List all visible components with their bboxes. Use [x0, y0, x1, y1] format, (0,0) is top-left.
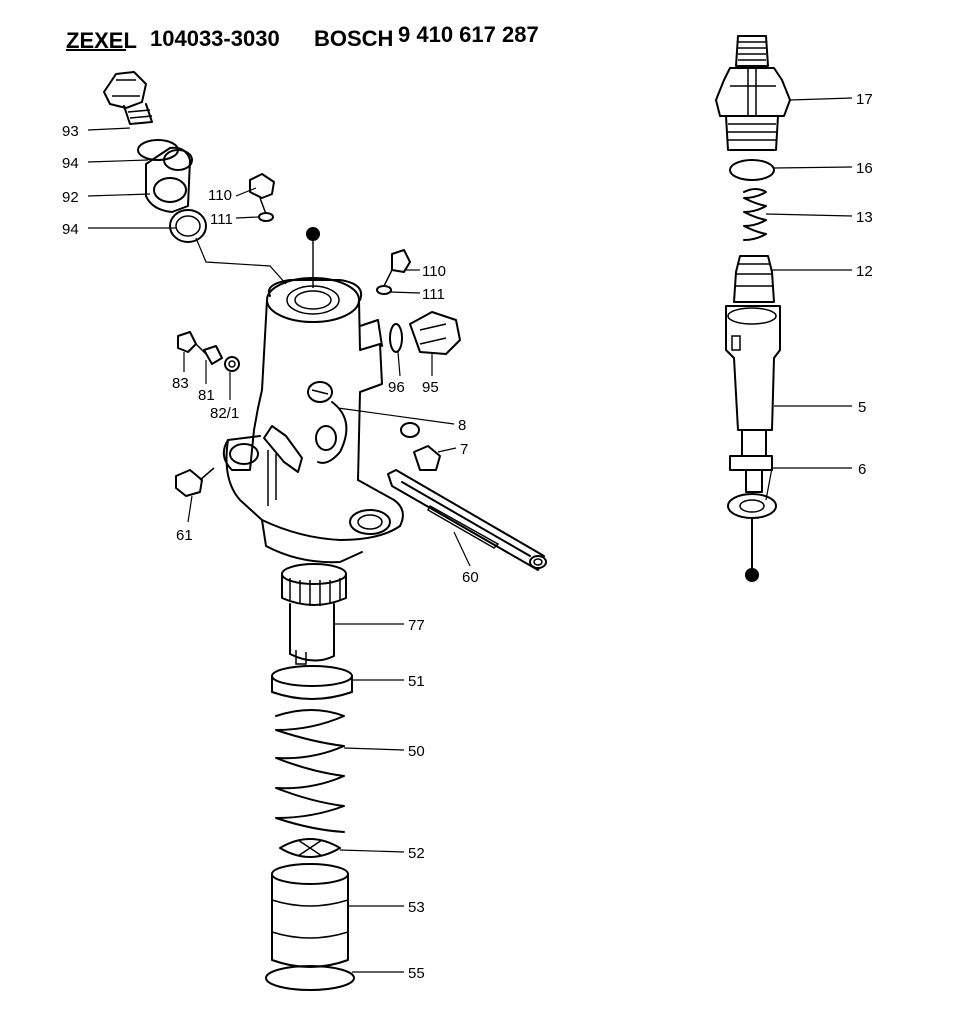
callout-labels: 93 94 92 94 110 111 110 111 83 81 82/1 9…	[62, 91, 873, 982]
callout-8: 8	[458, 417, 466, 434]
header-part-number-zexel: 104033-3030	[150, 26, 280, 51]
header-brand-bosch: BOSCH	[314, 26, 393, 51]
lower-column	[265, 563, 355, 991]
callout-52: 52	[408, 845, 425, 862]
pump-body	[222, 277, 404, 564]
callout-82-1: 82/1	[210, 405, 239, 422]
callout-16: 16	[856, 160, 873, 177]
callout-77: 77	[408, 617, 425, 634]
banjo-bolt-assembly	[103, 71, 287, 285]
callout-110-right: 110	[422, 263, 446, 280]
callout-60: 60	[462, 569, 479, 586]
callout-7: 7	[460, 441, 468, 458]
callout-111-right: 111	[422, 286, 445, 303]
callout-50: 50	[408, 743, 425, 760]
header-brand-zexel: ZEXEL	[66, 28, 137, 53]
callout-13: 13	[856, 209, 873, 226]
leader-lines	[87, 97, 853, 973]
callout-61: 61	[176, 527, 193, 544]
callout-55: 55	[408, 965, 425, 982]
callout-17: 17	[856, 91, 873, 108]
callout-111-upper: 111	[210, 211, 233, 228]
callout-93: 93	[62, 123, 79, 140]
header-part-number-bosch: 9 410 617 287	[398, 22, 539, 47]
callout-95: 95	[422, 379, 439, 396]
delivery-valve-assembly	[715, 35, 791, 582]
callout-83: 83	[172, 375, 189, 392]
callout-94-upper: 94	[62, 155, 79, 172]
callout-6: 6	[858, 461, 866, 478]
callout-96: 96	[388, 379, 405, 396]
small-hardware	[175, 173, 461, 497]
callout-94-lower: 94	[62, 221, 79, 238]
control-rack	[387, 469, 547, 571]
callout-12: 12	[856, 263, 873, 280]
callout-51: 51	[408, 673, 425, 690]
callout-81: 81	[198, 387, 215, 404]
callout-92: 92	[62, 189, 79, 206]
callout-5: 5	[858, 399, 866, 416]
header: ZEXEL 104033-3030 BOSCH 9 410 617 287	[66, 22, 539, 53]
reference-dot-left	[306, 227, 320, 288]
callout-53: 53	[408, 899, 425, 916]
callout-110-upper: 110	[208, 187, 232, 204]
